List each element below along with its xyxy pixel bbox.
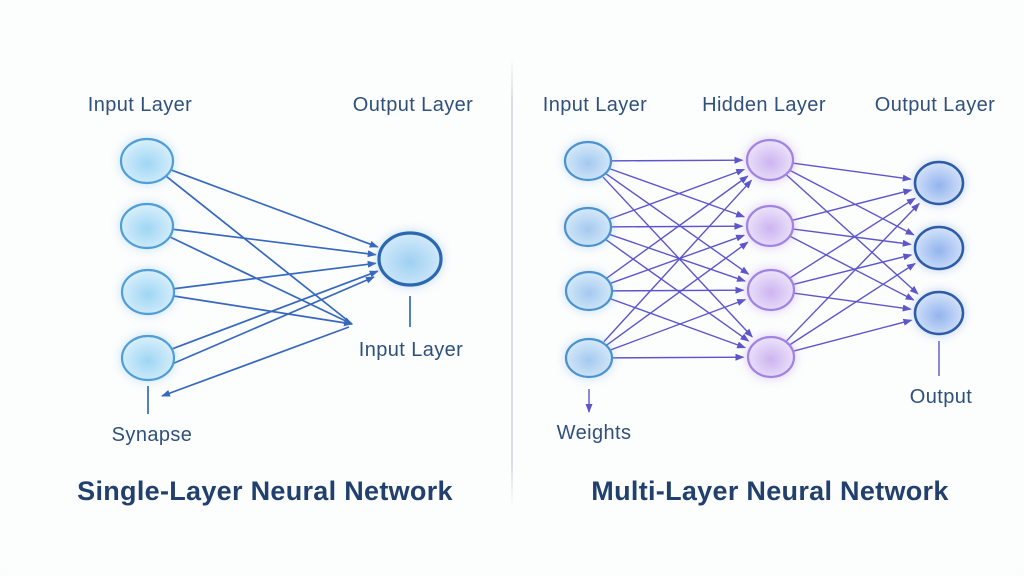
connection-line [171,270,379,350]
label-right-output-layer: Output Layer [874,94,996,116]
label-output: Output [909,386,973,408]
connection-line [792,253,913,286]
connection-line [789,169,915,236]
connection-line [786,174,919,295]
connection-line [792,318,913,352]
connection-line [172,260,377,290]
ml-hidden-node-2 [745,204,795,248]
label-weights: Weights [556,422,632,444]
connection-line [606,241,749,346]
connection-line [169,236,353,325]
ml-input-node-3 [564,270,614,312]
title-single-layer-network: Single-Layer Neural Network [77,476,453,506]
connection-line [171,228,377,258]
multi_layer-network [563,138,965,413]
connection-line [610,286,745,294]
connection-line [602,176,753,338]
connection-line [791,188,913,222]
sl-output-node [377,231,443,287]
ml-input-node-4 [564,337,614,379]
ml-output-node-3 [913,290,965,336]
label-left-output-layer: Output Layer [352,94,474,116]
connection-line [170,168,379,248]
connection-line [792,228,912,247]
connection-line [789,235,915,301]
connection-line [603,179,753,343]
connection-line [789,262,916,346]
connection-line [609,222,744,230]
sl-input-node-2 [119,202,175,250]
connection-line [792,162,912,182]
connection-line [605,173,750,275]
connection-line [606,175,749,279]
connection-line [610,353,745,361]
ml-hidden-node-1 [745,138,795,182]
ml-output-node-2 [913,225,965,271]
sl-input-node-4 [120,334,176,382]
ml-hidden-node-4 [746,335,796,379]
connection-line [609,156,744,164]
connection-line [609,298,747,351]
label-right-input-layer: Input Layer [542,94,648,116]
connection-line [789,197,916,279]
ml-input-node-2 [563,206,613,248]
ml-hidden-node-3 [746,268,796,312]
ml-output-node-1 [913,160,965,206]
connection-line [608,233,746,282]
connection-line [608,168,746,221]
sl-input-node-1 [119,137,175,185]
label-left-input-layer: Input Layer [87,94,193,116]
label-left-output-sublabel: Input Layer [358,339,464,361]
connection-line [786,202,920,342]
connection-line [793,292,912,312]
label-synapse: Synapse [111,424,193,446]
title-multi-layer-network: Multi-Layer Neural Network [591,476,949,506]
label-hidden-layer: Hidden Layer [702,94,826,116]
panel-divider [511,58,513,506]
sl-input-node-3 [120,268,176,316]
connection-line [172,295,353,327]
annotation-line [161,326,350,397]
connection-line [609,234,746,285]
ml-input-node-1 [563,140,613,182]
annotation-line [171,276,375,365]
connection-line [608,167,746,218]
connection-line [609,297,747,349]
single_layer-network [119,137,443,414]
connection-line [166,175,353,325]
